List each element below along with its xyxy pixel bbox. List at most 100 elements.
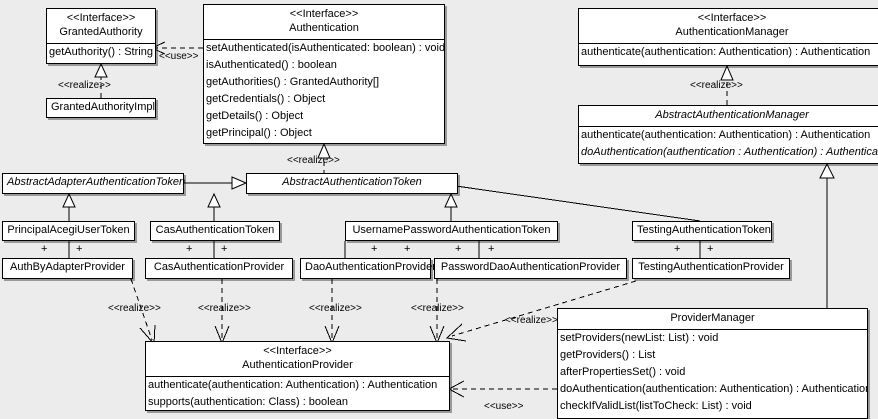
edge-label-realize-auth-by-adapter-provider: <<realize>> bbox=[108, 303, 161, 314]
edge-label-use-granted-authority: <<use>> bbox=[159, 51, 199, 62]
class-name-label: AuthenticationProvider bbox=[242, 359, 353, 371]
method-item: afterPropertiesSet() : void bbox=[560, 366, 686, 378]
method-compartment: authenticate(authentication: Authenticat… bbox=[579, 126, 878, 161]
class-name-label: AuthenticationManager bbox=[675, 26, 789, 38]
edge-label-realize-abstract-authentication-token: <<realize>> bbox=[287, 155, 340, 166]
class-header-cas-authentication-provider: CasAuthenticationProvider bbox=[146, 259, 292, 277]
class-header-granted-authority: <<Interface>> GrantedAuthority bbox=[47, 9, 155, 43]
association-marker-plus: + bbox=[371, 243, 378, 255]
class-name-label: PrincipalAcegiUserToken bbox=[7, 224, 130, 236]
method-compartment: authenticate(authentication: Authenticat… bbox=[146, 376, 449, 411]
association-marker-plus: + bbox=[186, 243, 193, 255]
method-item: getCredentials() : Object bbox=[206, 93, 326, 105]
class-name-label: DaoAuthenticationProvider bbox=[305, 261, 436, 273]
class-provider-manager[interactable]: ProviderManager setProviders(newList: Li… bbox=[557, 308, 868, 419]
class-abstract-authentication-manager[interactable]: AbstractAuthenticationManager authentica… bbox=[578, 105, 878, 164]
method-compartment: setAuthenticated(isAuthenticated: boolea… bbox=[204, 39, 444, 142]
class-name-label: TestingAuthenticationToken bbox=[637, 224, 771, 236]
class-name-label: CasAuthenticationProvider bbox=[153, 261, 285, 273]
association-marker-plus: + bbox=[41, 243, 48, 255]
method-item: supports(authentication: Class) : boolea… bbox=[148, 396, 348, 408]
association-marker-plus: + bbox=[76, 243, 83, 255]
edge-label-realize-password-dao-authentication-provider: <<realize>> bbox=[411, 303, 464, 314]
class-abstract-adapter-authentication-token[interactable]: AbstractAdapterAuthenticationToken bbox=[2, 173, 185, 194]
class-header-testing-authentication-provider: TestingAuthenticationProvider bbox=[633, 259, 789, 277]
edge-label-realize-granted-authority-impl: <<realize>> bbox=[58, 80, 111, 91]
association-marker-plus: + bbox=[707, 243, 714, 255]
class-cas-authentication-token[interactable]: CasAuthenticationToken bbox=[150, 221, 280, 241]
method-item: authenticate(authentication: Authenticat… bbox=[581, 46, 871, 58]
edge-label-realize-dao-authentication-provider: <<realize>> bbox=[309, 303, 362, 314]
association-marker-plus: + bbox=[674, 243, 681, 255]
method-item: authenticate(authentication: Authenticat… bbox=[581, 129, 871, 141]
edge-label-realize-cas-authentication-provider: <<realize>> bbox=[198, 303, 251, 314]
association-marker-plus: + bbox=[455, 243, 462, 255]
association-marker-plus: + bbox=[404, 243, 411, 255]
method-item: setAuthenticated(isAuthenticated: boolea… bbox=[206, 42, 444, 54]
method-compartment: authenticate(authentication: Authenticat… bbox=[579, 43, 878, 61]
class-header-abstract-authentication-token: AbstractAuthenticationToken bbox=[247, 174, 457, 192]
class-header-granted-authority-impl: GrantedAuthorityImpl bbox=[47, 99, 155, 117]
method-item: getAuthorities() : GrantedAuthority[] bbox=[206, 76, 380, 88]
edge-label-use-provider-manager: <<use>> bbox=[484, 401, 524, 412]
method-item: getDetails() : Object bbox=[206, 110, 304, 122]
method-item: authenticate(authentication: Authenticat… bbox=[148, 379, 438, 391]
class-name-label: GrantedAuthority bbox=[59, 26, 143, 38]
class-name-label: GrantedAuthorityImpl bbox=[51, 101, 155, 113]
class-granted-authority-impl[interactable]: GrantedAuthorityImpl bbox=[46, 98, 156, 118]
stereotype-label: <<Interface>> bbox=[697, 12, 767, 24]
class-abstract-authentication-token[interactable]: AbstractAuthenticationToken bbox=[246, 173, 458, 194]
method-item: setProviders(newList: List) : void bbox=[560, 332, 719, 344]
method-item: checkIfValidList(listToCheck: List) : vo… bbox=[560, 400, 752, 412]
class-name-label: UsernamePasswordAuthenticationToken bbox=[352, 224, 551, 236]
method-item: doAuthentication(authentication : Authen… bbox=[581, 146, 878, 158]
edge-label-realize-testing-authentication-provider: <<realize>> bbox=[505, 315, 558, 326]
class-dao-authentication-provider[interactable]: DaoAuthenticationProvider bbox=[300, 258, 436, 279]
class-testing-authentication-provider[interactable]: TestingAuthenticationProvider bbox=[632, 258, 790, 279]
class-name-label: ProviderManager bbox=[670, 312, 755, 324]
method-item: isAuthenticated() : boolean bbox=[206, 59, 337, 71]
class-header-authentication-manager: <<Interface>> AuthenticationManager bbox=[579, 9, 878, 43]
class-header-username-password-authentication-token: UsernamePasswordAuthenticationToken bbox=[346, 222, 557, 240]
class-authentication-manager[interactable]: <<Interface>> AuthenticationManager auth… bbox=[578, 8, 878, 66]
class-testing-authentication-token[interactable]: TestingAuthenticationToken bbox=[632, 221, 772, 241]
class-header-testing-authentication-token: TestingAuthenticationToken bbox=[633, 222, 771, 240]
class-name-label: Authentication bbox=[289, 22, 359, 34]
class-authentication-provider[interactable]: <<Interface>> AuthenticationProvider aut… bbox=[145, 341, 450, 411]
method-compartment: setProviders(newList: List) : void getPr… bbox=[558, 329, 867, 415]
class-name-label: AbstractAuthenticationToken bbox=[282, 176, 422, 188]
stereotype-label: <<Interface>> bbox=[289, 8, 359, 20]
class-header-password-dao-authentication-provider: PasswordDaoAuthenticationProvider bbox=[435, 259, 626, 277]
method-item: getPrincipal() : Object bbox=[206, 127, 312, 139]
class-header-principal-acegi-user-token: PrincipalAcegiUserToken bbox=[3, 222, 134, 240]
class-name-label: PasswordDaoAuthenticationProvider bbox=[440, 261, 621, 273]
method-item: doAuthentication(authentication: Authent… bbox=[560, 383, 867, 395]
class-header-provider-manager: ProviderManager bbox=[558, 309, 867, 329]
association-marker-plus: + bbox=[221, 243, 228, 255]
class-name-label: CasAuthenticationToken bbox=[155, 224, 275, 236]
edge-label-realize-abstract-authentication-manager: <<realize>> bbox=[690, 80, 743, 91]
class-username-password-authentication-token[interactable]: UsernamePasswordAuthenticationToken bbox=[345, 221, 558, 241]
method-item: getProviders() : List bbox=[560, 349, 656, 361]
class-password-dao-authentication-provider[interactable]: PasswordDaoAuthenticationProvider bbox=[434, 258, 627, 279]
class-header-abstract-adapter-authentication-token: AbstractAdapterAuthenticationToken bbox=[3, 174, 185, 192]
stereotype-label: <<Interface>> bbox=[263, 345, 332, 357]
class-name-label: TestingAuthenticationProvider bbox=[638, 261, 784, 273]
class-principal-acegi-user-token[interactable]: PrincipalAcegiUserToken bbox=[2, 221, 135, 241]
class-granted-authority[interactable]: <<Interface>> GrantedAuthority getAuthor… bbox=[46, 8, 156, 64]
class-header-dao-authentication-provider: DaoAuthenticationProvider bbox=[301, 259, 436, 277]
class-authentication[interactable]: <<Interface>> Authentication setAuthenti… bbox=[203, 4, 445, 144]
class-header-authentication: <<Interface>> Authentication bbox=[204, 5, 444, 39]
class-header-abstract-authentication-manager: AbstractAuthenticationManager bbox=[579, 106, 878, 126]
class-name-label: AbstractAuthenticationManager bbox=[655, 109, 809, 121]
method-compartment: getAuthority() : String bbox=[47, 43, 155, 61]
class-name-label: AuthByAdapterProvider bbox=[10, 261, 125, 273]
stereotype-label: <<Interface>> bbox=[66, 12, 136, 24]
class-header-authentication-provider: <<Interface>> AuthenticationProvider bbox=[146, 342, 449, 376]
class-auth-by-adapter-provider[interactable]: AuthByAdapterProvider bbox=[2, 258, 133, 279]
method-item: getAuthority() : String bbox=[49, 46, 153, 58]
class-header-cas-authentication-token: CasAuthenticationToken bbox=[151, 222, 279, 240]
class-cas-authentication-provider[interactable]: CasAuthenticationProvider bbox=[145, 258, 293, 279]
association-marker-plus: + bbox=[488, 243, 495, 255]
